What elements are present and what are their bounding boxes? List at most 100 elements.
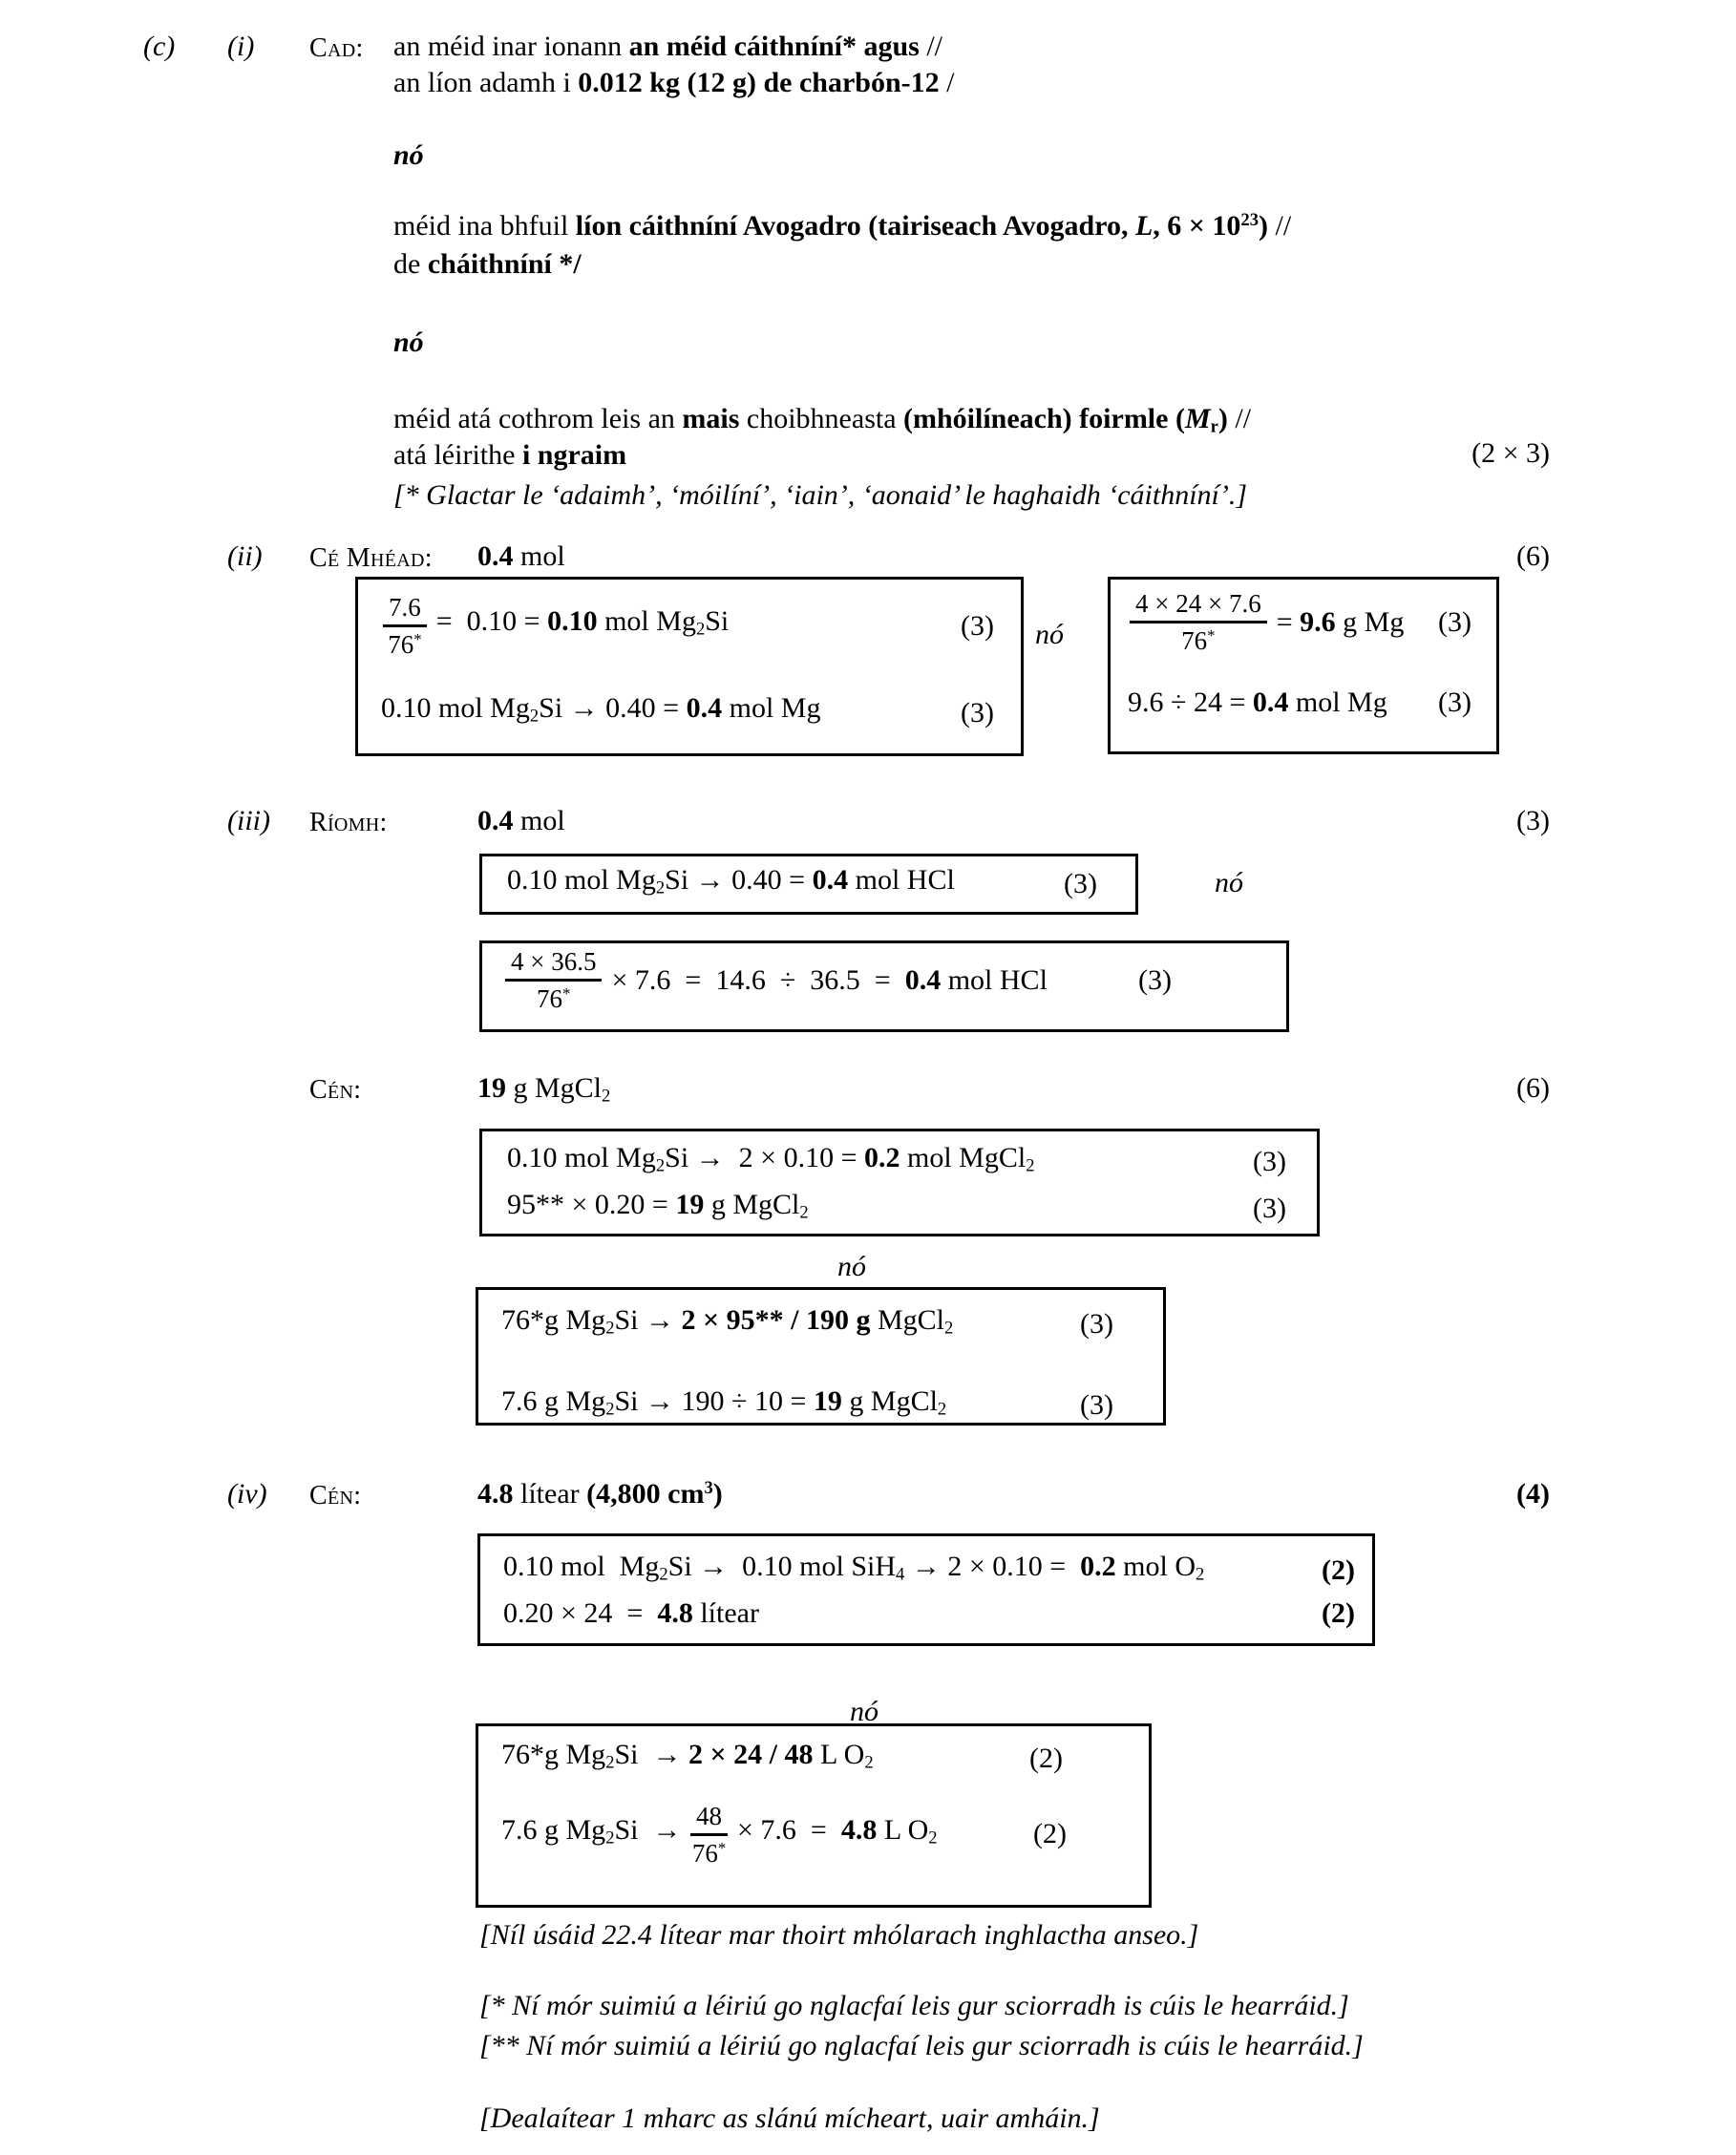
definition-line-3: méid ina bhfuil líon cáithníní Avogadro … [393,202,1291,244]
text-run: Si [705,605,730,638]
text-run: 0.10 mol Mg [503,1551,660,1582]
marks-badge: (3) [1438,605,1471,638]
text-run: Si → 0.10 mol SiH [667,1551,897,1582]
text-run: ) [1217,403,1228,434]
text-run: 0.20 × 24 = [503,1596,658,1629]
text-run: 4.8 [840,1814,878,1847]
definition-line-5: méid atá cothrom leis an mais choibhneas… [393,401,1251,446]
fraction: 4 × 24 × 7.6 76* [1130,589,1267,655]
text-run: 19 [675,1188,705,1220]
or-separator: nó [837,1251,866,1282]
text-run: * [717,1838,727,1857]
text-run: L O [877,1814,929,1847]
text-run: // [1268,210,1292,243]
marks-badge: (4) [1516,1478,1550,1510]
text-run: 76 [388,630,414,660]
footnote-double-asterisk: [** Ní mór suimiú a léiriú go nglacfaí l… [479,2030,1364,2062]
item-label-iv: (iv) [227,1478,267,1510]
text-run: 0.4 [904,963,942,996]
text-run: méid atá cothrom leis an [393,403,683,434]
solution-box-f: 76*g Mg2Si → 2 × 95** / 190 g MgCl2 (3) … [476,1287,1166,1426]
text-run: 9.6 ÷ 24 = [1128,687,1253,719]
text-run: mol HCl [848,863,955,896]
equation-line: 0.10 mol Mg2Si → 0.10 mol SiH4 → 2 × 0.1… [503,1550,1355,1593]
equation-line: 7.6 76* = 0.10 = 0.10 mol Mg2Si (3) [381,593,994,659]
text-run: [Dealaítear 1 mharc as slánú mícheart, u… [479,2102,1100,2134]
text-run: g MgCl [506,1072,603,1104]
equation-text: 76*g Mg2Si → 2 × 24 / 48 L O2 [501,1738,874,1781]
text-run: // [1227,403,1252,434]
marks-badge: (2) [1322,1554,1355,1587]
text-run: 76 [1181,626,1208,656]
text-run: lítear [513,1478,587,1511]
accept-note-line: [* Glactar le ‘adaimh’, ‘móilíní’, ‘iain… [393,477,1247,514]
text-run: mais [682,403,740,434]
text-run: i ngraim [521,439,627,471]
text-run: 2 [602,1086,611,1107]
text-run: 4 [896,1564,905,1585]
text-run: 2 [605,1828,615,1849]
prompt-label-ce-mhead: Cé Mhéad: [309,543,433,573]
text-run: 2 [605,1752,615,1773]
marks-badge: (3) [1064,868,1097,899]
equation-line: 7.6 g Mg2Si → 48 76* × 7.6 = 4.8 L O2 (2… [501,1802,1067,1868]
equation-text: = 9.6 g Mg [1277,605,1405,640]
equation-text: = 0.10 = 0.10 mol Mg2Si [436,604,730,647]
text-run: 2 [1026,1155,1035,1176]
text-run: an méid inar ionann [393,31,629,62]
text-run: 2 [937,1399,947,1420]
equation-line: 0.10 mol Mg2Si → 0.40 = 0.4 mol Mg (3) [381,691,994,734]
fraction: 4 × 36.5 76* [505,947,603,1013]
text-run: [Níl úsáid 22.4 lítear mar thoirt mhólar… [479,1919,1199,1951]
text-run: * [1207,626,1216,645]
text-run: Si → [614,1814,689,1847]
text-run: g MgCl [841,1384,938,1417]
text-run: 2 [1196,1564,1205,1585]
equation-text: 7.6 g Mg2Si → [501,1813,688,1856]
text-run: 95** × 0.20 = [507,1188,676,1220]
fraction-numerator: 48 [690,1802,729,1836]
text-run: de [393,248,428,280]
text-run: [* Glactar le ‘adaimh’, ‘móilíní’, ‘iain… [393,479,1248,511]
text-run: (mhóilíneach) foirmle ( [903,403,1185,434]
text-run: mol Mg [1288,687,1387,719]
equation-line: 7.6 g Mg2Si → 190 ÷ 10 = 19 g MgCl2 (3) [501,1384,1113,1427]
fraction-numerator: 4 × 24 × 7.6 [1130,589,1267,624]
text-run: 7.6 g Mg [501,1384,606,1417]
marks-badge: (2) [1029,1743,1063,1775]
text-run: 2 [529,707,540,728]
or-separator: nó [850,1696,879,1727]
text-run: 2 [659,1564,668,1585]
item-label-i: (i) [227,31,255,62]
marks-badge: (3) [1080,1388,1113,1421]
text-run: // [919,31,942,62]
prompt-label-cen: Cén: [309,1075,362,1105]
text-run: 2 × 95** / 190 g [681,1304,871,1336]
text-run: 2 [799,1202,809,1223]
text-run: 76 [537,984,563,1014]
text-run: mol O [1115,1551,1196,1582]
marks-badge: (3) [1438,687,1471,719]
text-run: 7.6 g Mg [501,1814,606,1847]
text-run: lítear [692,1596,759,1629]
text-run: 0.10 mol Mg [507,1142,656,1173]
text-run: g Mg [1335,605,1405,638]
equation-line: 76*g Mg2Si → 2 × 95** / 190 g MgCl2 (3) [501,1303,1113,1346]
text-run: 4.8 [657,1596,693,1629]
or-separator: nó [393,139,424,171]
note-rounding-penalty: [Dealaítear 1 mharc as slánú mícheart, u… [479,2102,1100,2135]
text-run: mol Mg [722,692,821,725]
text-run: Si → 0.40 = [539,692,687,725]
text-run: ) [712,1478,723,1511]
text-run: 4.8 [477,1478,514,1511]
equation-text: 95** × 0.20 = 19 g MgCl2 [507,1188,809,1231]
text-run: = 0.10 = [435,605,548,638]
text-run: 0.012 kg (12 g) de charbón-12 [578,67,940,98]
or-separator: nó [393,327,424,358]
text-run: 0.4 [686,692,723,725]
text-run: an líon adamh i [393,67,579,98]
answer-text: 19 g MgCl2 [477,1072,610,1108]
marks-badge: (3) [1516,805,1550,836]
fraction-denominator: 76* [537,982,570,1013]
text-run: L O [813,1739,865,1770]
